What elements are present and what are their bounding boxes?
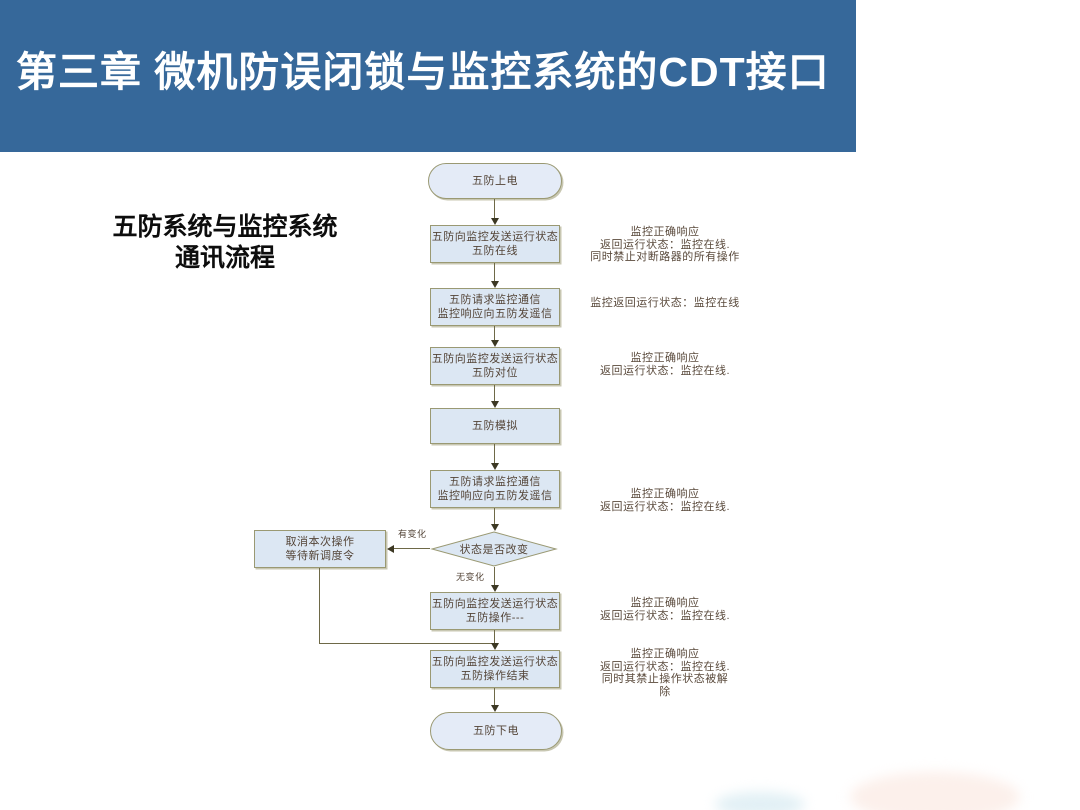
arrow-line-decision-p6 [494,567,495,585]
flow-node-cancel-operation: 取消本次操作 等待新调度令 [254,530,386,568]
flow-node-simulate: 五防模拟 [430,408,560,444]
arrow-line-p2-p3 [494,326,495,340]
annotation-finish-response: 监控正确响应 返回运行状态：监控在线. 同时其禁止操作状态被解 除 [599,648,731,698]
flowchart-caption: 五防系统与监控系统 通讯流程 [112,213,338,272]
diamond-shape-icon [430,531,558,567]
slide-title-bar: 第三章 微机防误闭锁与监控系统的CDT接口 [0,0,856,152]
decision-label: 状态是否改变 [459,544,529,556]
annotation-online-response: 监控正确响应 返回运行状态：监控在线. 同时禁止对断路器的所有操作 [590,226,740,263]
arrowhead-decision-cancel [387,545,394,553]
flow-node-send-status-online: 五防向监控发送运行状态 五防在线 [430,225,560,263]
loop-line-horizontal [319,643,495,644]
flow-node-decision: 状态是否改变 [430,531,558,567]
annotation-align-response: 监控正确响应 返回运行状态：监控在线. [599,352,731,377]
flow-node-send-status-align: 五防向监控发送运行状态 五防对位 [430,347,560,385]
arrow-line-p4-p5 [494,444,495,463]
page-title: 第三章 微机防误闭锁与监控系统的CDT接口 [16,49,830,95]
flow-node-end: 五防下电 [430,712,562,750]
arrow-line-p7-end [494,688,495,705]
bottom-artifact-blue [715,792,805,810]
arrow-line-p5-decision [494,508,495,524]
edge-label-unchanged: 无变化 [456,572,485,582]
flow-node-request-comm-2: 五防请求监控通信 监控响应向五防发遥信 [430,470,560,508]
arrowhead-p3-p4 [491,401,499,408]
arrowhead-p2-p3 [491,340,499,347]
edge-label-changed: 有变化 [398,529,427,539]
arrowhead-p6-p7 [491,643,499,650]
flow-node-send-status-finish: 五防向监控发送运行状态 五防操作结束 [430,650,560,688]
arrow-line-p1-p2 [494,263,495,281]
arrowhead-p5-decision [491,524,499,531]
arrowhead-start-p1 [491,218,499,225]
annotation-comm-response: 监控正确响应 返回运行状态：监控在线. [599,488,731,513]
flow-node-send-status-operate: 五防向监控发送运行状态 五防操作--- [430,592,560,630]
arrowhead-p4-p5 [491,463,499,470]
loop-line-vertical [319,568,320,643]
arrow-line-decision-cancel [394,548,430,549]
flow-node-request-comm-1: 五防请求监控通信 监控响应向五防发遥信 [430,288,560,326]
arrowhead-p1-p2 [491,281,499,288]
arrow-line-p6-p7 [494,630,495,643]
arrowhead-p7-end [491,705,499,712]
arrow-line-start-p1 [494,199,495,218]
flow-node-start: 五防上电 [428,163,562,199]
arrowhead-decision-p6 [491,585,499,592]
annotation-operate-response: 监控正确响应 返回运行状态：监控在线. [599,597,731,622]
bottom-artifact-pink [850,772,1020,810]
arrow-line-p3-p4 [494,385,495,401]
annotation-return-status: 监控返回运行状态：监控在线 [590,297,740,309]
